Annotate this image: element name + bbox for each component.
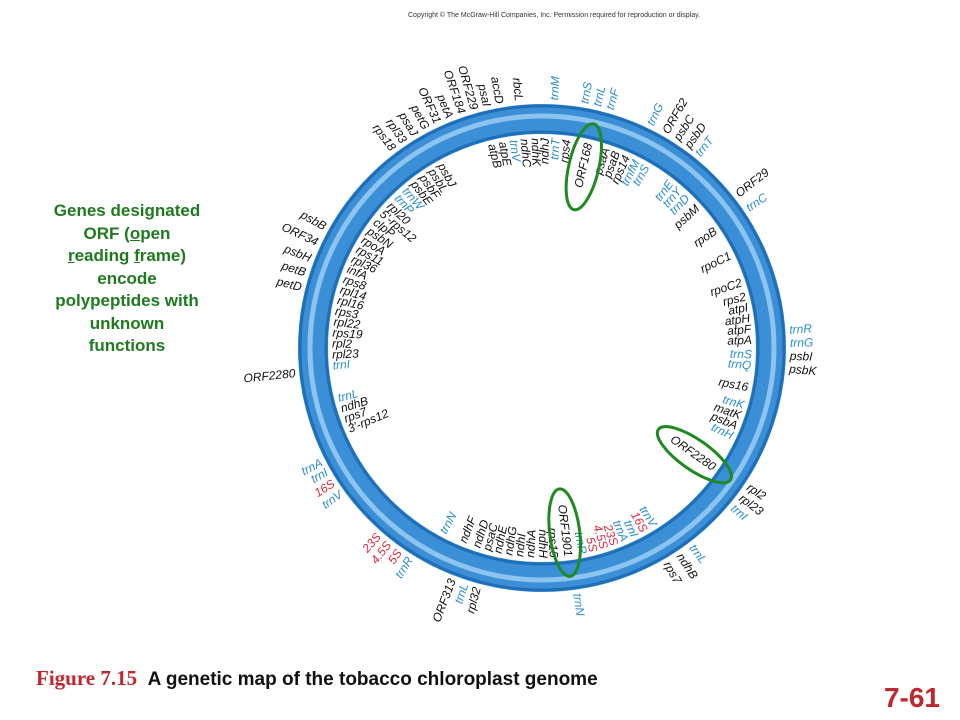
gene-label: trnI xyxy=(332,357,351,373)
gene-label: rpl16 xyxy=(336,293,365,313)
gene-label: 4.5S xyxy=(590,523,611,551)
gene-label: ndhA xyxy=(523,529,538,558)
gene-label: trnK xyxy=(721,392,747,412)
gene-label: trnQ xyxy=(727,356,751,372)
callout-text: rame) xyxy=(139,246,187,265)
gene-label: ORF2280 xyxy=(243,366,297,385)
gene-label: rpl22 xyxy=(333,315,362,332)
gene-label: trnT xyxy=(547,136,563,160)
genome-ring-band xyxy=(298,104,786,592)
callout-line: functions xyxy=(18,335,236,358)
callout-text: pen xyxy=(140,223,171,243)
gene-label: trnN xyxy=(436,509,459,536)
gene-label: rpoC1 xyxy=(698,249,734,276)
gene-label: rpl32 xyxy=(463,585,484,615)
gene-label: trnS xyxy=(577,81,595,105)
gene-label: rbcL xyxy=(510,77,526,102)
gene-label: trnL xyxy=(452,581,472,605)
gene-label: ndhE xyxy=(491,523,511,554)
gene-label: rps3 xyxy=(334,304,360,322)
gene-label: trnV xyxy=(507,139,524,164)
gene-label: ndhG xyxy=(501,525,519,556)
gene-label: ORF1901 xyxy=(555,504,575,557)
callout-line: reading frame) xyxy=(18,245,236,268)
gene-label: trnN xyxy=(570,593,587,618)
slide-number: 7-61 xyxy=(883,682,940,713)
gene-label: accD xyxy=(488,76,507,106)
gene-label: ORF2280 xyxy=(668,432,719,473)
callout-line: encode xyxy=(18,268,236,291)
callout-line: unknown xyxy=(18,313,236,336)
gene-label: ndhI xyxy=(512,532,528,557)
genome-ring-highlight xyxy=(307,113,777,583)
gene-label: atpA xyxy=(727,333,752,348)
figure-label: Figure 7.15 xyxy=(36,666,138,690)
gene-label: ndhJ xyxy=(537,137,551,164)
gene-label: trnS xyxy=(730,347,752,362)
gene-label: trnM xyxy=(547,76,562,101)
gene-label: trnL xyxy=(336,386,359,405)
gene-label: ndhH xyxy=(536,529,550,558)
gene-label: atpH xyxy=(724,311,751,328)
orf1901-highlight xyxy=(547,487,583,578)
gene-label: rps19 xyxy=(332,326,363,342)
gene-label: rps16 xyxy=(717,375,749,395)
gene-label: atpE xyxy=(496,140,515,168)
gene-label: atpF xyxy=(727,322,753,338)
genome-ring-edge xyxy=(298,104,786,592)
callout-text: ORF ( xyxy=(83,223,130,243)
callout-text: Genes designated xyxy=(53,201,201,220)
gene-label: trnL xyxy=(590,84,608,107)
gene-label: psbI xyxy=(789,349,814,364)
callout-underlined-letter: o xyxy=(129,223,141,243)
gene-label: rps2 xyxy=(721,290,747,309)
gene-label: atpB xyxy=(485,142,505,169)
callout-text: eading xyxy=(74,246,135,265)
gene-label: rpoB xyxy=(691,224,720,250)
gene-label: trnG xyxy=(790,335,814,349)
callout-line: Genes designated xyxy=(18,200,236,223)
gene-label: rpl23 xyxy=(332,347,359,362)
gene-label: atpI xyxy=(727,300,750,318)
figure-title: A genetic map of the tobacco chloroplast… xyxy=(147,669,598,690)
figure-caption: Figure 7.15 A genetic map of the tobacco… xyxy=(36,666,598,691)
gene-label: ndhC xyxy=(518,138,534,168)
gene-label: trnF xyxy=(603,86,623,111)
gene-label: petD xyxy=(274,274,303,294)
orf2280-highlight xyxy=(655,425,733,485)
genome-ring-edge xyxy=(324,130,760,566)
callout-underlined-letter: f xyxy=(134,246,140,265)
callout-text: functions xyxy=(88,336,166,355)
gene-label: ORF29 xyxy=(733,165,772,200)
callout-line: ORF (open xyxy=(18,223,236,246)
callout-text: polypeptides with xyxy=(55,291,199,310)
gene-label: trnR xyxy=(789,321,813,337)
callout-line: polypeptides with xyxy=(18,290,236,313)
gene-label: psaI xyxy=(475,82,494,109)
orf168-highlight xyxy=(564,122,603,212)
gene-label: 5S xyxy=(385,547,405,567)
gene-label: rpl2 xyxy=(332,336,353,350)
callout-text: unknown xyxy=(89,313,165,333)
callout-text: encode xyxy=(97,268,157,288)
gene-label: 5S xyxy=(583,536,600,554)
copyright-notice: Copyright © The McGraw-Hill Companies, I… xyxy=(408,12,701,19)
orf-highlights xyxy=(547,122,733,578)
callout-underlined-letter: r xyxy=(67,246,75,265)
gene-label: psbK xyxy=(788,362,818,379)
chloroplast-genome-ring xyxy=(298,104,786,592)
gene-label: ndhK xyxy=(529,138,544,167)
